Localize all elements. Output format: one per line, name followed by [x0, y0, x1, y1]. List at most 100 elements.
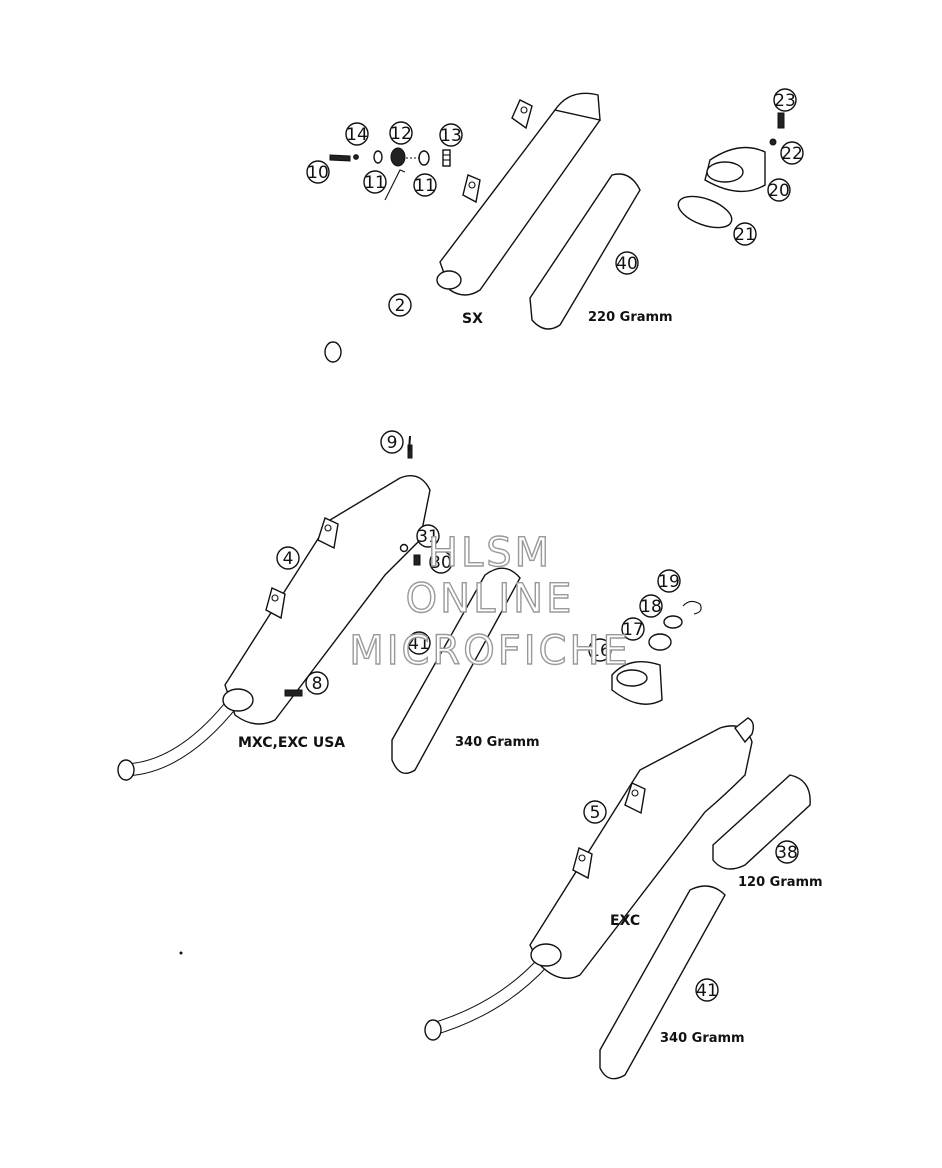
sx-silencer-assembly [324, 92, 601, 363]
callout-number-c31: 31 [417, 527, 439, 547]
callout-circle-c18 [639, 594, 663, 618]
mxc-silencer-body [224, 475, 431, 725]
callout-circle-c16 [588, 638, 612, 662]
callout-circle-c4 [276, 546, 300, 570]
mxc-silencer-assembly [117, 444, 431, 781]
watermark-line-3: MICROFICHE [349, 628, 631, 674]
callout-number-c30: 30 [430, 553, 452, 573]
sx-silencer-inlet [436, 270, 462, 290]
callout-circle-c14 [345, 122, 369, 146]
callout-number-c10: 10 [307, 163, 329, 183]
callout-circle-c2 [388, 293, 412, 317]
screw-30 [413, 554, 421, 566]
callout-circle-c30 [429, 550, 453, 574]
callout-number-c40: 40 [616, 254, 638, 274]
callout-number-c12: 12 [390, 124, 412, 144]
washer-22 [769, 138, 777, 146]
washer-31 [399, 543, 409, 553]
watermark-line-1: HLSM [428, 530, 552, 576]
variant-label-exc: EXC [610, 913, 640, 929]
sx-end-cap [553, 92, 601, 121]
callout-number-c21: 21 [734, 225, 756, 245]
exc-outlet-stub [734, 717, 755, 744]
sx-mounting-hardware [329, 147, 451, 201]
exc-mount-tab-lower [572, 847, 593, 880]
screw-8 [284, 689, 303, 697]
exc-packing-short [712, 774, 811, 870]
mxc-inlet-pipe-end [117, 759, 135, 781]
gasket-21 [677, 195, 733, 229]
callout-circle-c19 [657, 569, 681, 593]
exc-silencer-inlet [530, 943, 562, 967]
washer-18 [663, 615, 683, 629]
washer-11-right [418, 150, 430, 166]
callout-number-c13: 13 [440, 126, 462, 146]
callout-number-c18: 18 [640, 597, 662, 617]
callout-number-c17: 17 [622, 620, 644, 640]
callout-number-c11a: 11 [364, 173, 386, 193]
callout-circle-c21 [733, 222, 757, 246]
exc-inlet-pipe-end [424, 1019, 442, 1041]
callout-circle-c23 [773, 88, 797, 112]
variant-label-mxc: MXC,EXC USA [238, 735, 345, 751]
callout-circle-c41a [407, 631, 431, 655]
callout-circle-c5 [583, 800, 607, 824]
exc-silencer-body [529, 725, 753, 979]
sx-inlet-pipe-end [324, 341, 342, 363]
callout-number-c11b: 11 [414, 176, 436, 196]
callout-circle-c9 [380, 430, 404, 454]
callout-circle-c22 [780, 141, 804, 165]
exc-silencer-assembly [424, 717, 755, 1041]
callout-number-c2: 2 [395, 296, 406, 316]
weight-label-340-mxc: 340 Gramm [455, 735, 540, 750]
weight-label-340-exc: 340 Gramm [660, 1031, 745, 1046]
callout-circle-c31 [416, 524, 440, 548]
callout-number-c19: 19 [658, 572, 680, 592]
bushing-17 [648, 633, 672, 651]
callout-number-c9: 9 [387, 433, 398, 453]
callout-number-c4: 4 [283, 549, 294, 569]
washer-11-left [373, 150, 383, 164]
callout-circle-c10 [306, 160, 330, 184]
mxc-mount-tab-lower [265, 587, 286, 620]
callout-number-c8: 8 [312, 674, 323, 694]
circlip-19 [682, 600, 702, 615]
sx-mount-tab-upper [511, 99, 533, 130]
mxc-mount-tab-upper [317, 517, 339, 550]
callout-circle-c38 [775, 840, 799, 864]
washer-14 [353, 154, 359, 160]
mxc-end-cap-hardware [611, 600, 702, 705]
nut-13 [442, 149, 451, 167]
callout-number-c20: 20 [768, 181, 790, 201]
callout-circle-c11a [363, 170, 387, 194]
exc-packing-long [599, 885, 726, 1080]
callout-circle-c17 [621, 617, 645, 641]
callout-number-c5: 5 [590, 803, 601, 823]
callout-circle-c13 [439, 123, 463, 147]
callout-number-c41a: 41 [408, 634, 430, 654]
sx-end-cap-hardware [677, 112, 785, 229]
exc-mount-tab-upper [624, 782, 646, 815]
weight-label-220: 220 Gramm [588, 310, 673, 325]
callout-circle-c40 [615, 251, 639, 275]
mxc-silencer-inlet [222, 688, 254, 712]
callout-circle-c12 [389, 121, 413, 145]
bolt-10 [329, 154, 351, 162]
callout-number-c38: 38 [776, 843, 798, 863]
callout-number-c41b: 41 [696, 981, 718, 1001]
callout-circle-c20 [767, 178, 791, 202]
callout-number-c16: 16 [589, 641, 611, 661]
callout-circle-c11b [413, 173, 437, 197]
watermark-line-2: ONLINE [406, 576, 575, 622]
sx-silencer-packing [529, 173, 641, 330]
callout-number-c23: 23 [774, 91, 796, 111]
rubber-bushing-12 [390, 147, 406, 167]
callout-circle-c8 [305, 671, 329, 695]
weight-label-120: 120 Gramm [738, 875, 823, 890]
rivet-9-mark [408, 435, 411, 452]
callout-circle-c41b [695, 978, 719, 1002]
screw-23 [777, 112, 785, 129]
